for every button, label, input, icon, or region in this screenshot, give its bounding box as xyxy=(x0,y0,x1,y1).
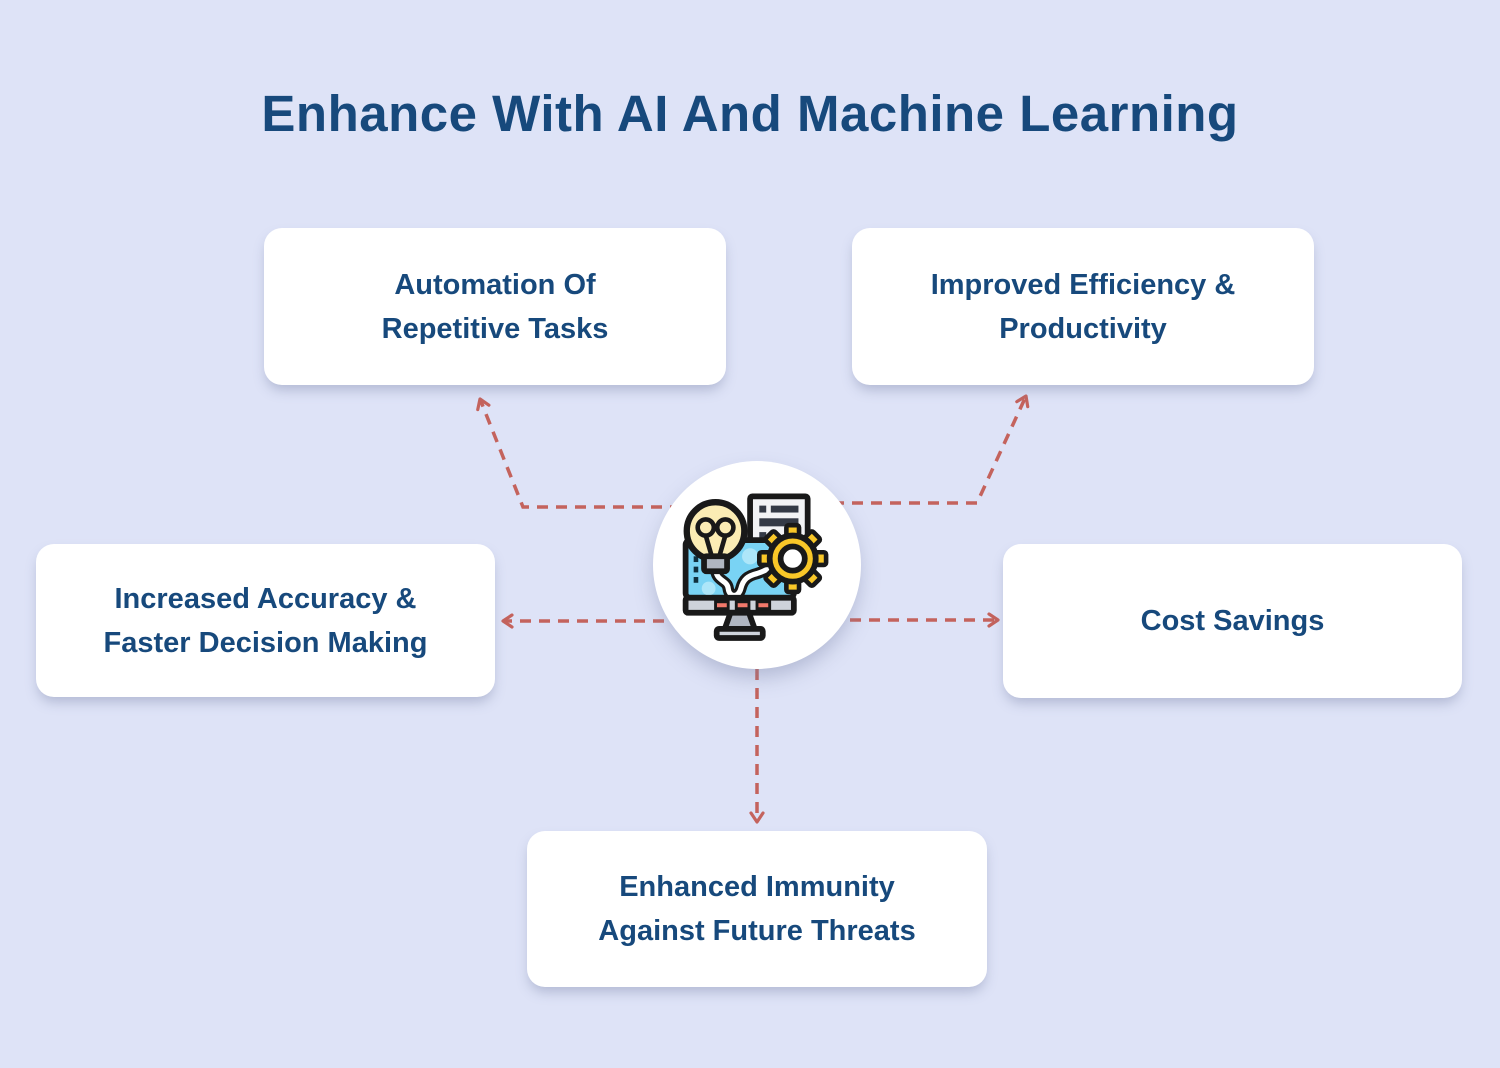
node-card-cost-savings: Cost Savings xyxy=(1003,544,1462,698)
node-card-accuracy: Increased Accuracy & Faster Decision Mak… xyxy=(36,544,495,697)
node-label-line: Faster Decision Making xyxy=(103,626,428,659)
node-label-line: Cost Savings xyxy=(1140,605,1325,637)
node-label-line: Increased Accuracy & xyxy=(114,582,417,615)
circuit-pipe xyxy=(709,554,798,601)
ai-machine-learning-icon xyxy=(682,493,829,641)
monitor-bar xyxy=(682,594,797,616)
monitor-stand xyxy=(713,609,766,641)
node-label-line: Enhanced Immunity xyxy=(619,871,895,903)
node-card-efficiency: Improved Efficiency & Productivity xyxy=(852,228,1314,385)
gear-icon xyxy=(757,522,829,594)
lightbulb-icon xyxy=(683,498,748,574)
node-card-automation: Automation Of Repetitive Tasks xyxy=(264,228,726,385)
node-label-line: Improved Efficiency & xyxy=(930,268,1236,301)
node-label-line: Productivity xyxy=(999,312,1167,345)
node-label-line: Against Future Threats xyxy=(598,915,916,947)
node-label-line: Repetitive Tasks xyxy=(381,312,609,345)
node-card-immunity: Enhanced Immunity Against Future Threats xyxy=(527,831,987,987)
center-icon-circle xyxy=(653,461,861,669)
node-label-line: Automation Of xyxy=(394,268,596,301)
arrow-to-automation xyxy=(476,397,700,509)
page-title: Enhance With AI And Machine Learning xyxy=(261,85,1239,142)
arrow-to-efficiency xyxy=(814,394,1030,505)
